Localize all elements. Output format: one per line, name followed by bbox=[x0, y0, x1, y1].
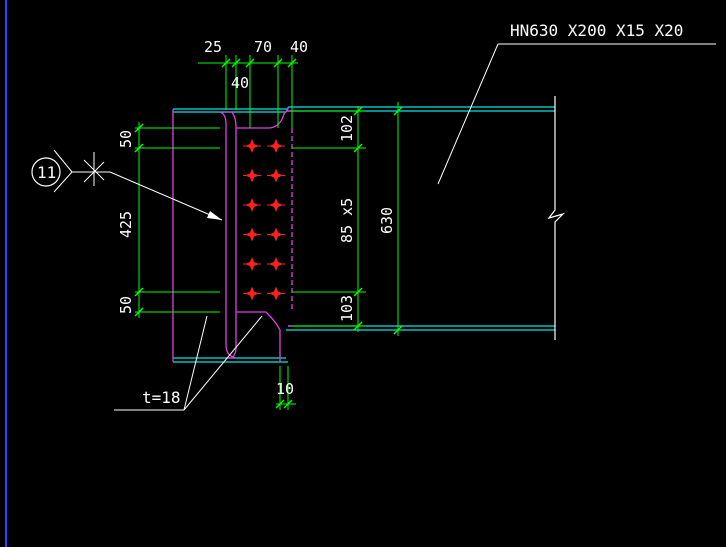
beam bbox=[173, 106, 555, 363]
dim-right-102: 102 bbox=[338, 115, 356, 142]
bolt bbox=[267, 198, 285, 212]
dim-left-425: 425 bbox=[117, 211, 135, 238]
bolt bbox=[243, 286, 261, 301]
detail-number-circle bbox=[31, 157, 61, 187]
bolt bbox=[243, 257, 261, 271]
dim-bottom-10: 10 bbox=[276, 380, 294, 398]
thickness-label: t=18 bbox=[142, 388, 181, 407]
dim-top-40: 40 bbox=[290, 38, 308, 56]
leader-lines bbox=[53, 43, 716, 411]
weld-arrowhead bbox=[207, 211, 222, 220]
bolt bbox=[267, 227, 285, 242]
beam-break-line bbox=[547, 96, 566, 340]
dim-right-630: 630 bbox=[378, 207, 396, 234]
bolt bbox=[243, 198, 261, 212]
bolt bbox=[243, 168, 261, 183]
bolt-group bbox=[243, 139, 285, 301]
dimension-ticks bbox=[134, 58, 403, 409]
bolt bbox=[267, 168, 285, 183]
dim-left-50-top: 50 bbox=[117, 130, 135, 148]
dim-top-40b: 40 bbox=[231, 74, 249, 92]
bolt bbox=[267, 257, 285, 271]
section-label: HN630 X200 X15 X20 bbox=[510, 21, 683, 40]
bolt bbox=[243, 227, 261, 242]
dim-right-85x5: 85 x5 bbox=[338, 198, 356, 243]
dim-top-25: 25 bbox=[204, 38, 222, 56]
dim-left-50-bottom: 50 bbox=[117, 296, 135, 314]
stiffener-plates bbox=[172, 107, 293, 362]
bolt bbox=[267, 286, 285, 301]
dim-right-103: 103 bbox=[338, 295, 356, 322]
bolt bbox=[267, 139, 285, 153]
bolt bbox=[243, 139, 261, 153]
detail-number: 11 bbox=[37, 163, 56, 182]
dimension-lines bbox=[135, 55, 399, 410]
dim-top-70: 70 bbox=[254, 38, 272, 56]
